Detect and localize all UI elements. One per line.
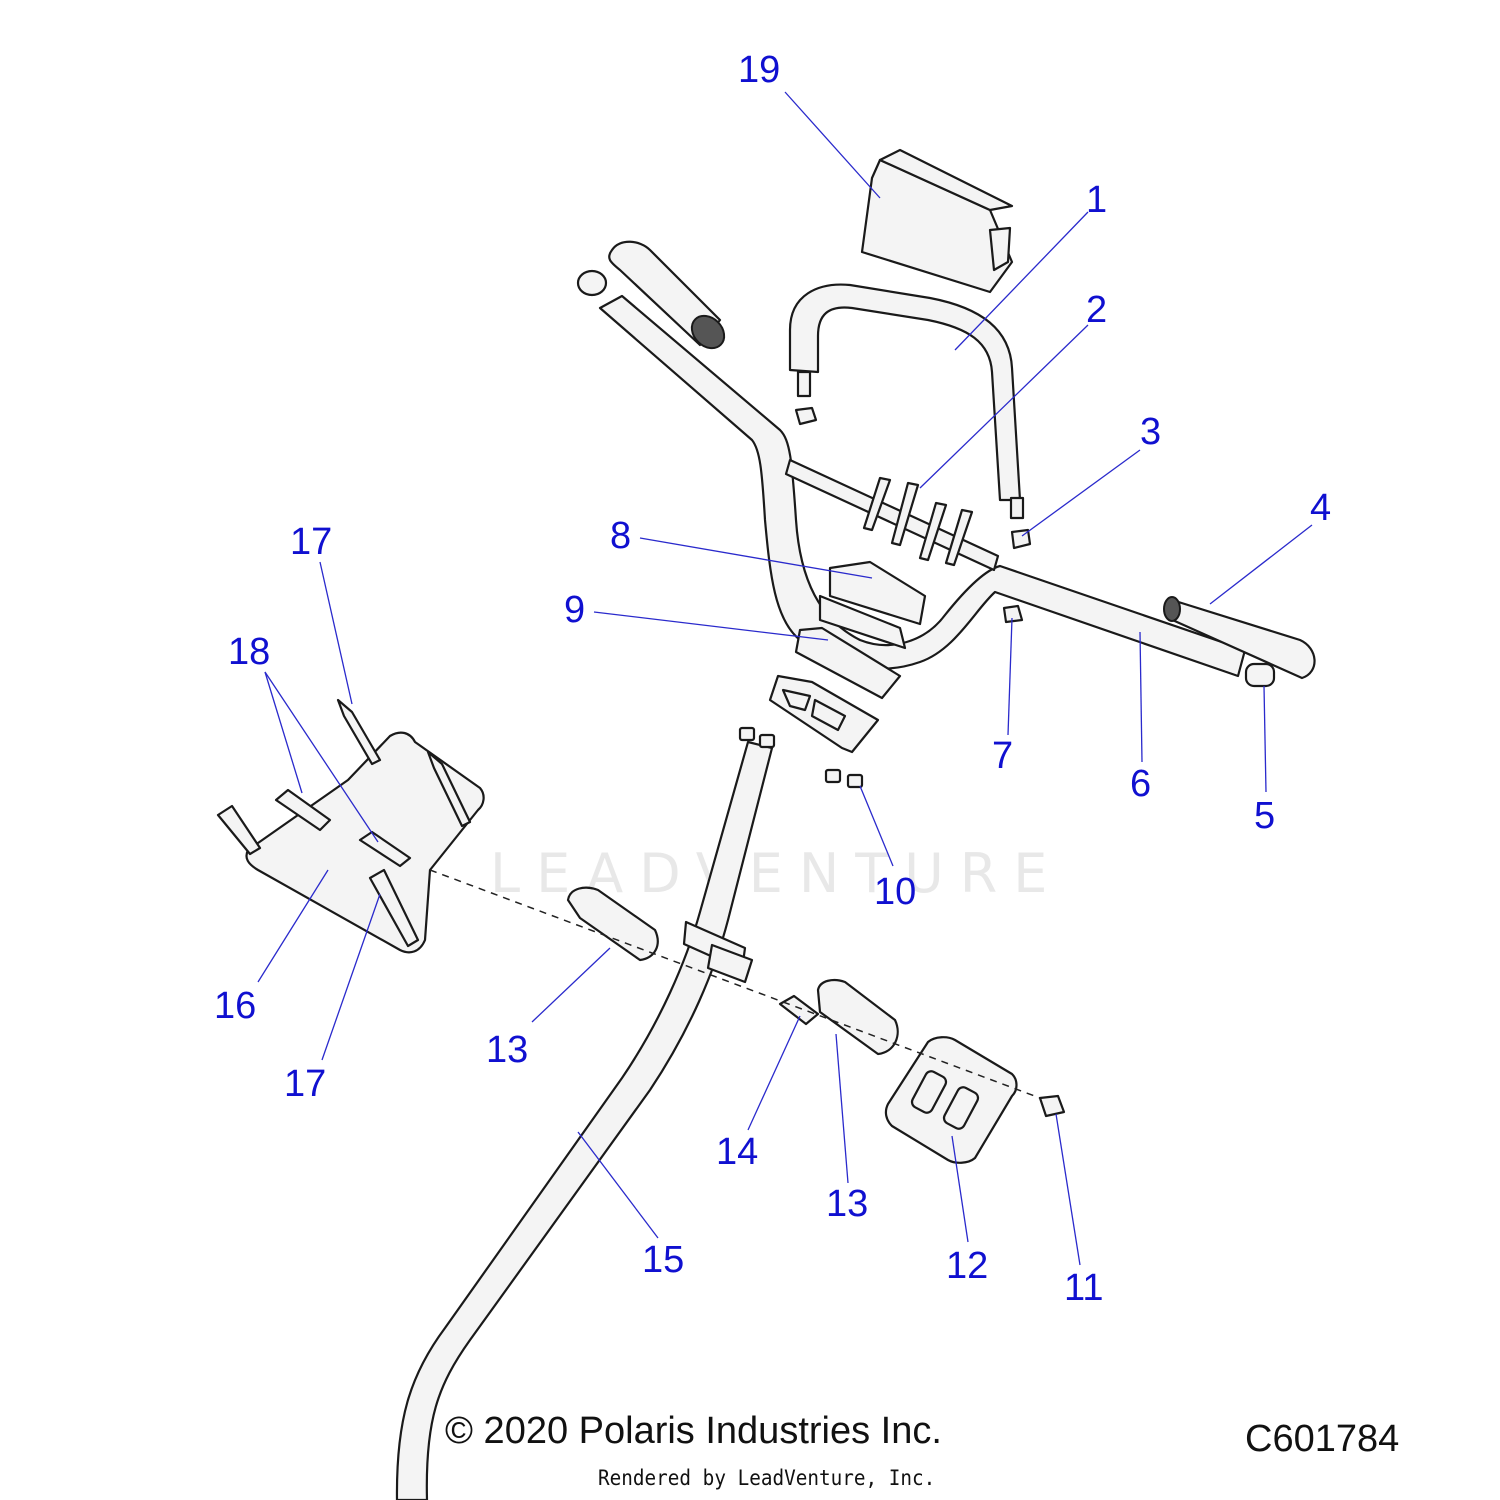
stem-bushings <box>738 726 864 789</box>
left-grip <box>576 240 726 350</box>
switch-plate <box>884 1036 1018 1164</box>
callout-12[interactable]: 12 <box>946 1245 988 1287</box>
callout-17-lower[interactable]: 17 <box>284 1063 326 1105</box>
callout-2[interactable]: 2 <box>1086 289 1107 331</box>
callout-18[interactable]: 18 <box>228 631 270 673</box>
copyright-text: © 2020 Polaris Industries Inc. <box>445 1410 942 1452</box>
callout-labels: 19 1 2 3 4 8 9 7 6 5 17 18 10 16 17 13 1… <box>214 49 1331 1309</box>
callout-17-upper[interactable]: 17 <box>290 521 332 563</box>
lower-clamp <box>794 626 902 700</box>
handlebar-bolts <box>862 476 974 567</box>
callout-16[interactable]: 16 <box>214 985 256 1027</box>
alignment-line <box>429 869 1041 1099</box>
cross-loop <box>788 283 1025 520</box>
callout-14[interactable]: 14 <box>716 1131 758 1173</box>
callout-7[interactable]: 7 <box>992 735 1013 777</box>
steering-post <box>395 740 774 1500</box>
callout-8[interactable]: 8 <box>610 515 631 557</box>
mounting-plate <box>216 698 485 954</box>
callout-9[interactable]: 9 <box>564 589 585 631</box>
callout-6[interactable]: 6 <box>1130 763 1151 805</box>
callout-10[interactable]: 10 <box>874 871 916 913</box>
render-credit: Rendered by LeadVenture, Inc. <box>598 1466 936 1490</box>
left-riser-clamp <box>566 886 659 962</box>
callout-4[interactable]: 4 <box>1310 487 1331 529</box>
lower-nut <box>1038 1094 1066 1118</box>
callout-11[interactable]: 11 <box>1064 1267 1103 1309</box>
crossbar-pad <box>860 148 1014 294</box>
right-grip <box>1163 596 1316 688</box>
diagram-id: C601784 <box>1245 1418 1400 1460</box>
stem-bracket <box>768 674 880 754</box>
callout-1[interactable]: 1 <box>1086 179 1107 221</box>
upper-nuts <box>794 406 1032 624</box>
spacer <box>778 994 820 1026</box>
right-riser-clamp <box>816 979 899 1056</box>
callout-5[interactable]: 5 <box>1254 795 1275 837</box>
callout-19[interactable]: 19 <box>738 49 780 91</box>
callout-15[interactable]: 15 <box>642 1239 684 1281</box>
handlebar <box>598 294 1247 678</box>
callout-13-right[interactable]: 13 <box>826 1183 868 1225</box>
upper-clamp <box>818 560 927 650</box>
leader-lines <box>257 91 1313 1266</box>
callout-13-left[interactable]: 13 <box>486 1029 528 1071</box>
callout-3[interactable]: 3 <box>1140 411 1161 453</box>
